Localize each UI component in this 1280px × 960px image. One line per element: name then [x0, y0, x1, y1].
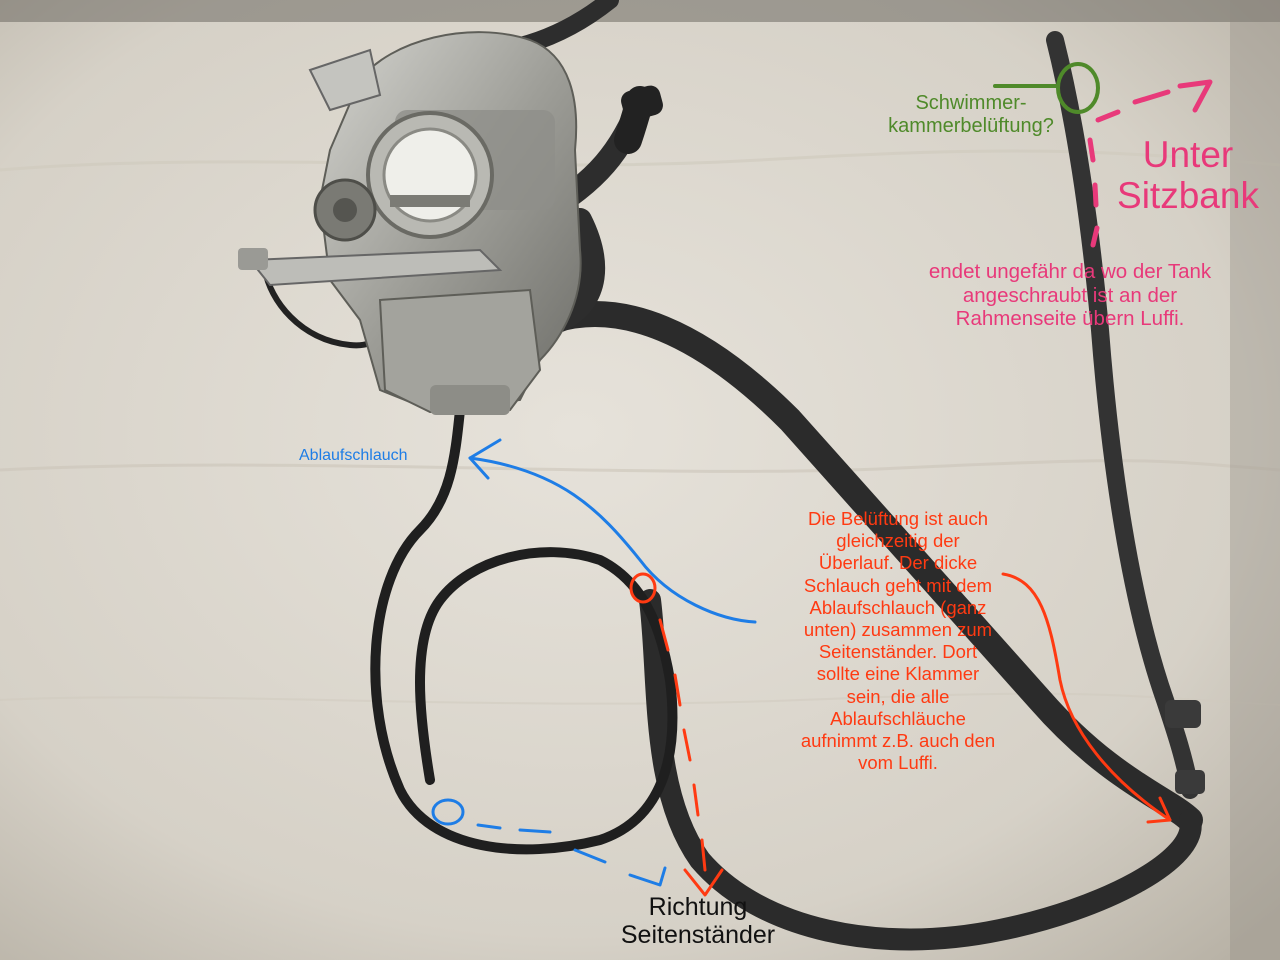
- green-circle-marker: [993, 62, 1100, 114]
- tank-note: endet ungefähr da wo der Tank angeschrau…: [928, 260, 1212, 331]
- blue-pointer: [431, 438, 757, 887]
- carburetor: [238, 31, 663, 415]
- seat-label: Unter Sitzbank: [1117, 134, 1259, 216]
- overflow-note: Die Belüftung ist auch gleichzeitig der …: [800, 508, 996, 774]
- vent-label: Schwimmer- kammerbelüftung?: [888, 92, 1054, 137]
- red-pointer: [629, 572, 1172, 897]
- pink-arrow: [1087, 79, 1213, 248]
- overflow-hose-lower: [639, 589, 1202, 951]
- hose-clamp: [1165, 700, 1205, 794]
- drain-label: Ablaufschlauch: [299, 447, 408, 464]
- direction-label: Richtung Seitenständer: [620, 893, 776, 949]
- drain-hose: [370, 405, 678, 855]
- overflow-hose: [542, 301, 1203, 833]
